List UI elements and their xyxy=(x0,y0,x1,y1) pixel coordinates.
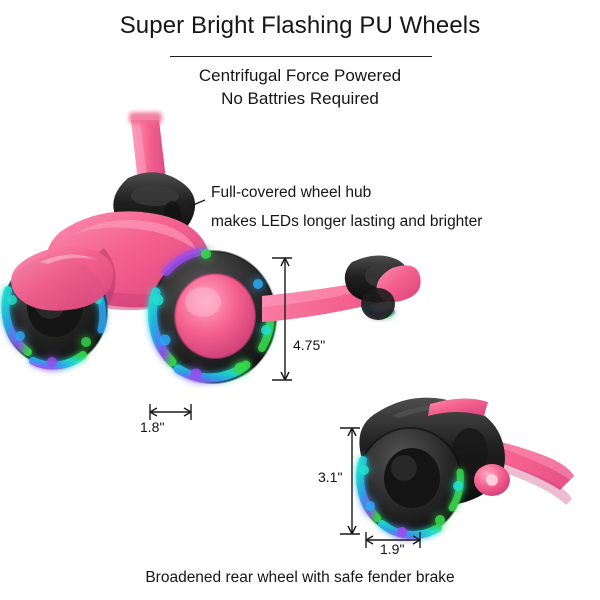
front-wheel-assembly xyxy=(1,112,421,384)
dimension-rear-wheel-diameter: 3.1" xyxy=(318,469,343,485)
callout-line-2: makes LEDs longer lasting and brighter xyxy=(211,213,483,230)
front-deck xyxy=(262,255,421,322)
front-wheel-left xyxy=(1,246,114,370)
page-title: Super Bright Flashing PU Wheels xyxy=(119,12,481,39)
footer-caption: Broadened rear wheel with safe fender br… xyxy=(145,569,455,586)
callout-line-1: Full-covered wheel hub xyxy=(211,184,372,201)
front-wheel-right xyxy=(148,247,277,384)
subtitle-line-2: No Battries Required xyxy=(221,89,379,108)
dimension-rear-wheel-width: 1.9" xyxy=(380,541,405,557)
dimension-brackets xyxy=(149,257,421,548)
dimension-front-wheel-diameter: 4.75" xyxy=(293,337,326,353)
dimension-front-wheel-width: 1.8" xyxy=(140,419,165,435)
title-divider xyxy=(170,56,432,57)
rear-wheel-assembly xyxy=(356,397,574,540)
rear-deck xyxy=(442,432,574,505)
rear-fender-brake xyxy=(359,397,505,506)
callout-leader xyxy=(185,199,206,209)
subtitle-line-1: Centrifugal Force Powered xyxy=(198,66,402,85)
rear-wheel xyxy=(356,427,464,540)
